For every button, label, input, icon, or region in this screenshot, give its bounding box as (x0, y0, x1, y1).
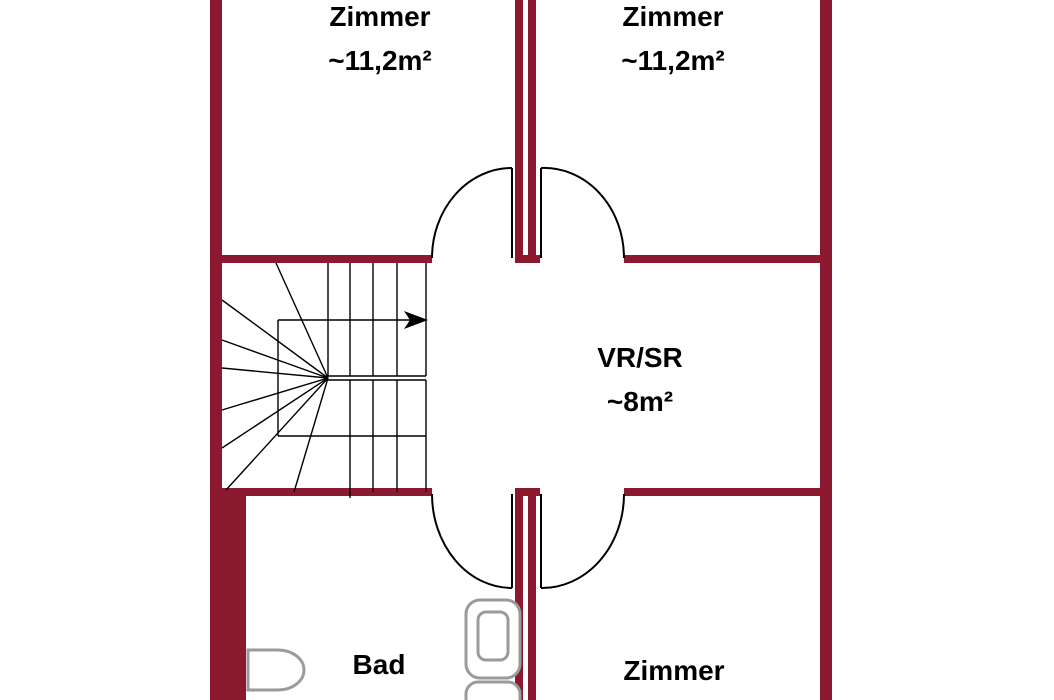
room-name-bad: Bad (353, 649, 406, 680)
door-swing-icon (431, 166, 625, 590)
staircase-icon (221, 262, 428, 498)
room-name-zimmer-top-left: Zimmer (329, 1, 430, 32)
room-name-vr-sr: VR/SR (597, 342, 683, 373)
wall-horizontal-upper-right (624, 255, 832, 263)
wall-horizontal-lower-mid (515, 488, 540, 496)
room-area-zimmer-top-left: ~11,2m² (328, 45, 432, 76)
wall-partition-top-2 (528, 0, 536, 262)
room-name-zimmer-top-right: Zimmer (622, 1, 723, 32)
door-arc-lower-right (540, 493, 625, 590)
wall-horizontal-upper-left (210, 255, 432, 263)
room-area-zimmer-top-right: ~11,2m² (621, 45, 725, 76)
room-labels: Zimmer ~11,2m² Zimmer ~11,2m² VR/SR ~8m²… (328, 1, 725, 700)
room-area-vr-sr: ~8m² (607, 386, 673, 417)
wall-horizontal-lower-right (624, 488, 832, 496)
door-arc-upper-right (540, 166, 625, 259)
room-name-zimmer-bottom-right: Zimmer (623, 655, 724, 686)
wall-partition-bottom (515, 492, 523, 700)
door-arc-upper-left (431, 167, 513, 259)
arrow-right-icon (404, 311, 428, 329)
bathroom-fixtures (246, 598, 522, 700)
walls (210, 0, 832, 700)
wall-horizontal-upper-mid (515, 255, 540, 263)
door-arc-lower-left (431, 493, 513, 589)
room-area-bad: ~ (419, 693, 435, 700)
toilet-icon (246, 648, 306, 692)
sink-icon (464, 598, 522, 700)
wall-partition-bottom-2 (528, 492, 536, 700)
wall-horizontal-lower-left (210, 488, 432, 496)
wall-left-bathroom-thick (210, 492, 246, 700)
wall-partition-top (515, 0, 523, 262)
wall-outer-right (820, 0, 832, 700)
